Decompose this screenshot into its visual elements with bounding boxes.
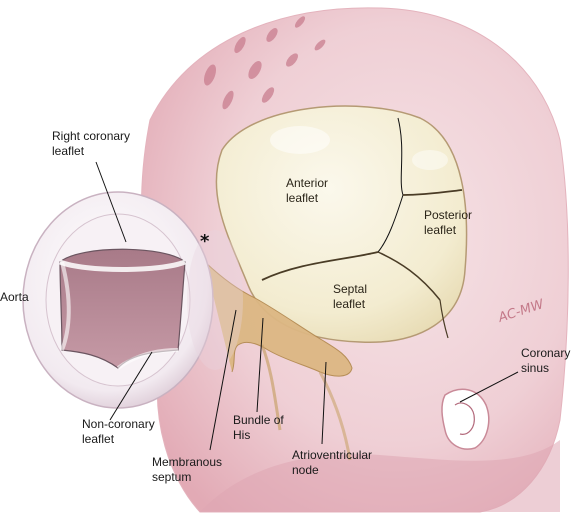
aorta xyxy=(22,191,243,409)
label-septal-leaflet: Septal leaflet xyxy=(333,282,370,311)
label-posterior-leaflet: Posterior leaflet xyxy=(424,208,475,237)
leader-membranous-septum xyxy=(209,309,237,451)
asterisk-marker: * xyxy=(200,231,210,252)
label-anterior-leaflet: Anterior leaflet xyxy=(286,176,331,205)
label-bundle-of-his: Bundle of His xyxy=(233,413,287,442)
label-aorta: Aorta xyxy=(0,290,29,304)
tissue-ridges xyxy=(203,16,326,110)
label-membranous-septum: Membranous septum xyxy=(152,455,225,484)
leader-non-coronary xyxy=(109,351,153,421)
label-atrioventricular-node: Atrioventricular node xyxy=(292,448,375,477)
label-non-coronary-leaflet: Non-coronary leaflet xyxy=(82,417,158,446)
tricuspid-valve xyxy=(215,105,468,343)
leader-lines xyxy=(95,161,519,451)
coronary-sinus-opening xyxy=(441,388,490,450)
label-coronary-sinus: Coronary sinus xyxy=(521,346,572,375)
label-right-coronary-leaflet: Right coronary leaflet xyxy=(52,129,133,158)
leader-bundle-of-his xyxy=(256,317,264,413)
conduction-system xyxy=(204,261,353,461)
leader-av-node xyxy=(321,361,327,445)
leader-right-coronary xyxy=(95,161,127,243)
leader-coronary-sinus xyxy=(459,371,519,403)
